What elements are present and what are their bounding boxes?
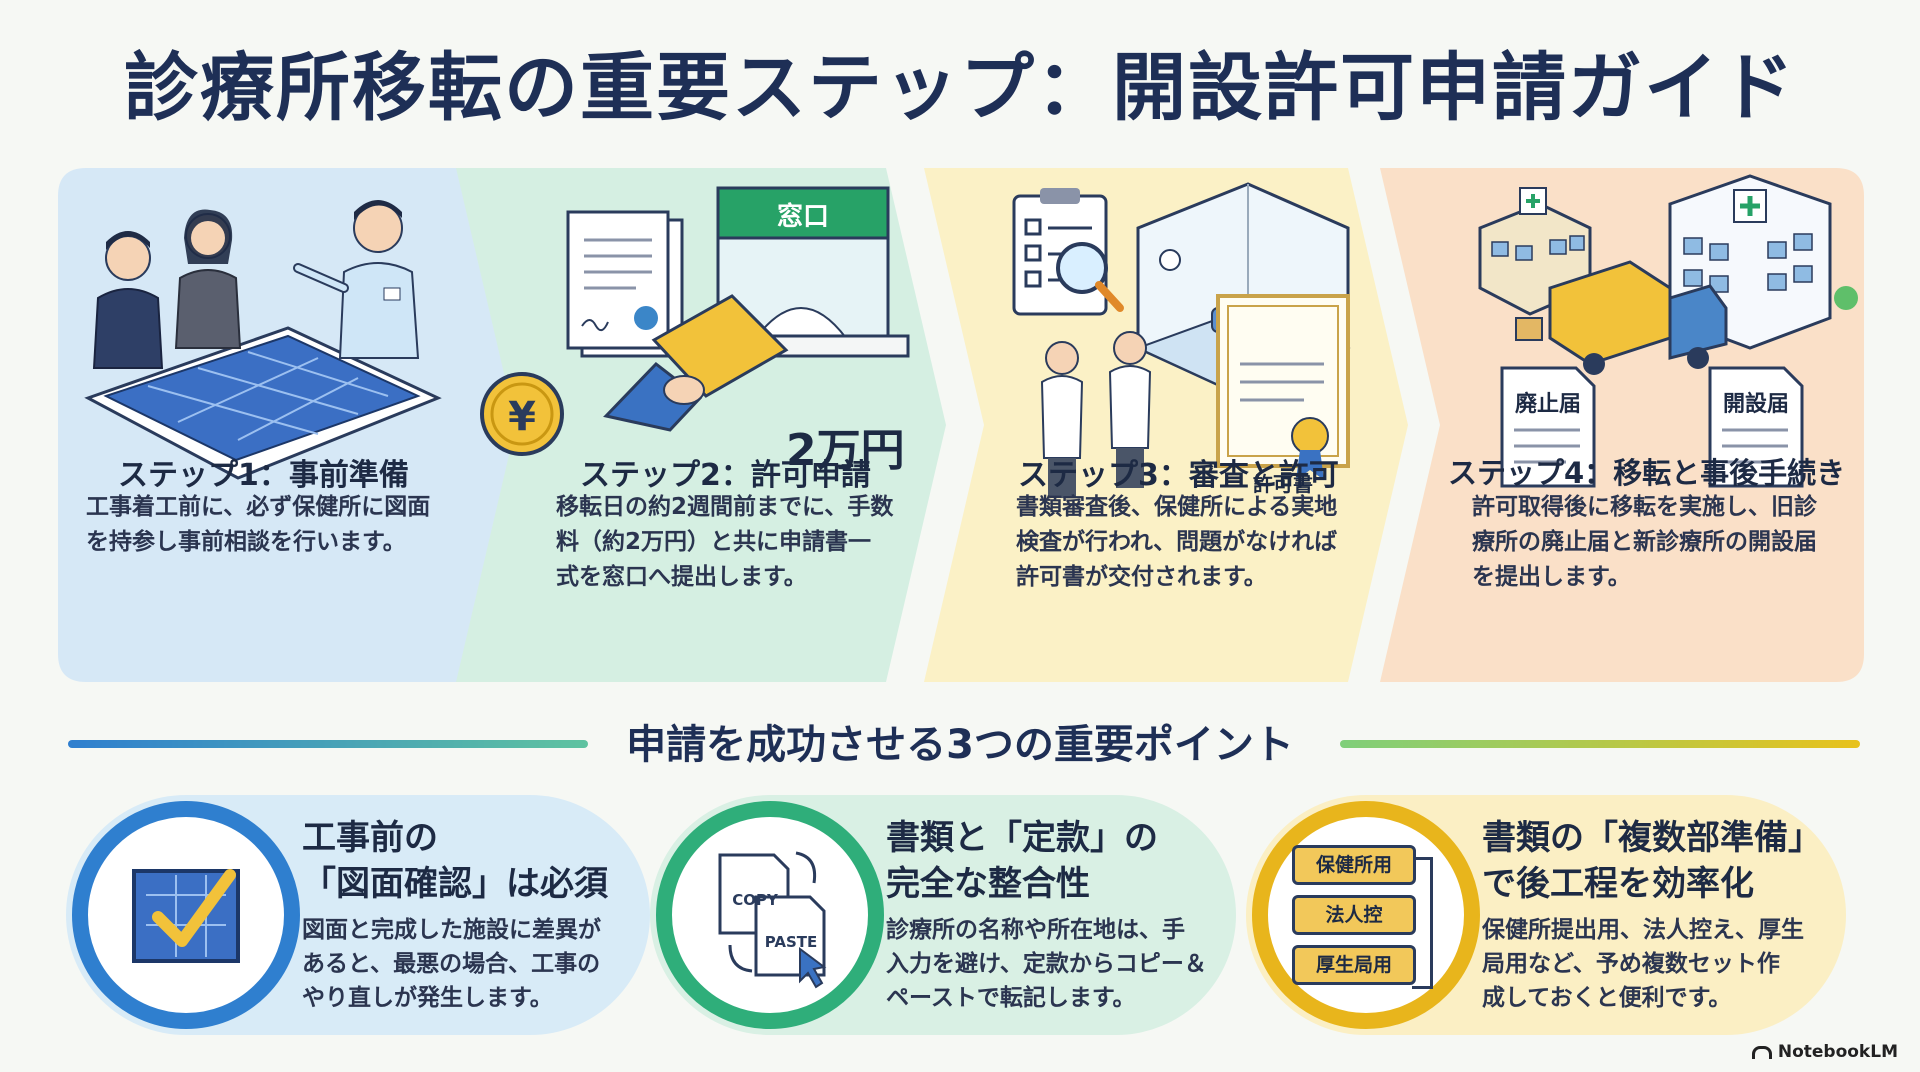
step-3-description: 書類審査後、保健所による実地 検査が行われ、問題がなければ 許可書が交付されます… <box>1016 494 1338 590</box>
key-point-1-description: 図面と完成した施設に差異が あると、最悪の場合、工事の やり直しが発生します。 <box>302 917 601 1011</box>
step-card-1: ステップ1：事前準備 工事着工前に、必ず保健所に図面 を持参し事前相談を行います… <box>58 168 518 682</box>
step-1-title: ステップ1：事前準備 <box>118 458 409 493</box>
relocation-illustration <box>1478 174 1858 488</box>
step-4-description: 許可取得後に移転を実施し、旧診 療所の廃止届と新診療所の開設届 を提出します。 <box>1472 494 1817 590</box>
step-card-2: 窓口 ¥ 2万円 ステップ2：許可申請 移転日の約2週間前までに、手数 料（約2… <box>456 168 946 682</box>
step-4-title: ステップ4：移転と事後手続き <box>1448 456 1846 490</box>
notebooklm-logo-icon <box>1751 1045 1772 1059</box>
step-1-description: 工事着工前に、必ず保健所に図面 を持参し事前相談を行います。 <box>86 494 431 555</box>
copy-tag-welfare-bureau: 厚生局用 <box>1292 945 1416 985</box>
step-3-title: ステップ3：審査と許可 <box>1018 458 1339 493</box>
fee-label: 2万円 <box>786 425 905 476</box>
brand-watermark: NotebookLM <box>1751 1042 1898 1062</box>
key-point-3-title: 書類の「複数部準備」 で後工程を効率化 <box>1482 818 1822 904</box>
closure-notice-label: 廃止届 <box>1514 392 1581 417</box>
key-point-3: 保健所用 法人控 厚生局用 書類の「複数部準備」 で後工程を効率化 保健所提出用… <box>1246 795 1846 1035</box>
step-card-4: 廃止届 開設届 ステップ4：移転と事後手続き 許可取得後に移転を実施し、旧診 療… <box>1380 168 1864 682</box>
key-point-2-title: 書類と「定款」の 完全な整合性 <box>886 818 1158 904</box>
copy-tag-health-center: 保健所用 <box>1292 845 1416 885</box>
checked-blueprint-icon <box>132 869 240 963</box>
inspection-illustration <box>1012 182 1351 498</box>
page-title: 診療所移転の重要ステップ：開設許可申請ガイド <box>124 45 1796 131</box>
section-divider-right <box>1340 740 1860 748</box>
copy-paste-icon <box>718 851 827 989</box>
opening-notice-label: 開設届 <box>1722 392 1789 417</box>
section-divider-left <box>68 740 588 748</box>
window-label: 窓口 <box>776 202 829 232</box>
document-copies-icon: 保健所用 法人控 厚生局用 <box>1292 845 1440 989</box>
blueprint-meeting-illustration <box>84 200 442 480</box>
certificate-label: 許可書 <box>1253 472 1313 496</box>
copy-label: COPY <box>732 891 778 909</box>
key-point-2-description: 診療所の名称や所在地は、手 入力を避け、定款からコピー＆ ペーストで転記します。 <box>886 917 1207 1011</box>
step-2-description: 移転日の約2週間前までに、手数 料（約2万円）と共に申請書一 式を窓口へ提出しま… <box>556 494 894 590</box>
step-2-title: ステップ2：許可申請 <box>580 458 871 493</box>
key-point-1-title: 工事前の 「図面確認」は必須 <box>302 818 608 904</box>
application-window-illustration <box>480 186 910 456</box>
key-point-1: 工事前の 「図面確認」は必須 図面と完成した施設に差異が あると、最悪の場合、工… <box>66 795 650 1035</box>
key-points-heading: 申請を成功させる3つの重要ポイント <box>626 722 1294 768</box>
paste-label: PASTE <box>764 933 818 951</box>
copy-tag-corporate: 法人控 <box>1292 895 1416 935</box>
step-card-3: 許可書 ステップ3：審査と許可 書類審査後、保健所による実地 検査が行われ、問題… <box>924 168 1408 682</box>
key-point-3-description: 保健所提出用、法人控え、厚生 局用など、予め複数セット作 成しておくと便利です。 <box>1482 917 1804 1011</box>
key-point-2: COPY PASTE 書類と「定款」の 完全な整合性 診療所の名称や所在地は、手… <box>650 795 1236 1035</box>
yen-icon: ¥ <box>508 394 536 440</box>
